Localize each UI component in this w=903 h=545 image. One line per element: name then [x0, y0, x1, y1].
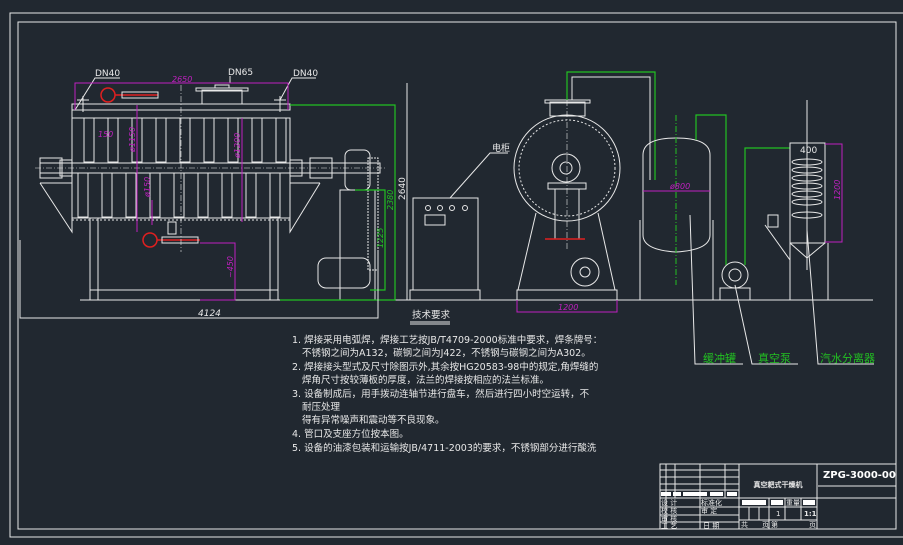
- callout-separator: 汽水分离器: [820, 351, 875, 365]
- buffer-tank: [642, 137, 711, 253]
- requirement-line: 不锈钢之间为A132，碳钢之间为J422，不锈钢与碳钢之间为A302。: [302, 347, 591, 359]
- dim-1225: 1225: [376, 228, 385, 248]
- dim-d800: ø800: [669, 182, 690, 191]
- dim-150: 150: [98, 130, 113, 139]
- requirement-line: 2. 焊接接头型式及尺寸除图示外,其余按HG20583-98中的规定,角焊缝的: [292, 361, 598, 373]
- nozzle-label-dn40-right: DN40: [293, 69, 318, 79]
- nozzle-label-dn65: DN65: [228, 68, 253, 78]
- dryer-front-view: DN40 DN65 DN40 2650 150 ø1150 ø1200 ø150…: [19, 68, 408, 319]
- label-check: 校 核: [661, 506, 677, 515]
- dim-2650: 2650: [172, 75, 192, 84]
- requirement-line: 得有异常噪声和震动等不良现象。: [302, 414, 445, 426]
- requirement-line: 耐压处理: [302, 401, 341, 413]
- requirement-line: 3. 设备制成后，用手拨动连轴节进行盘车，然后进行四小时空运转，不: [292, 388, 590, 400]
- drawing-name: 真空耙式干燥机: [754, 480, 803, 489]
- inner-border: [17, 21, 897, 530]
- nozzle-label-dn40-left: DN40: [95, 69, 120, 79]
- dim-400: 400: [800, 146, 817, 156]
- requirement-line: 焊角尺寸按较薄板的厚度，法兰的焊接按相应的法兰标准。: [302, 374, 549, 386]
- label-date: 日 期: [703, 522, 719, 530]
- requirement-line: 1. 焊接采用电弧焊，焊接工艺按JB/T4709-2000标准中要求，焊条牌号：: [292, 334, 602, 346]
- dim-d1200: ø1200: [233, 133, 242, 159]
- quantity-value: 1: [776, 510, 780, 518]
- electric-cabinet: [412, 197, 479, 291]
- label-design: 设 计: [661, 498, 677, 507]
- requirements-title: 技术要求: [412, 309, 451, 321]
- label-sheet: 页: [762, 521, 769, 529]
- label-review: 审 核: [661, 514, 677, 523]
- label-of: 第: [771, 520, 778, 529]
- callout-buffer-tank: 缓冲罐: [703, 351, 736, 365]
- vacuum-system-view: 电柜 ø800: [400, 71, 875, 365]
- label-process: 工 艺: [661, 522, 677, 530]
- dim-d1150: ø1150: [128, 127, 137, 153]
- callout-vacuum-pump: 真空泵: [758, 351, 791, 365]
- outer-border: [9, 12, 903, 538]
- dim-2380: 2380: [386, 190, 395, 210]
- label-approve: 审 定: [701, 506, 717, 515]
- drawing-number: ZPG-3000-00: [823, 470, 896, 481]
- dim-1200-base: 1200: [558, 303, 578, 312]
- label-total: 共: [741, 520, 748, 529]
- dim-d150: ø150: [143, 177, 152, 198]
- label-page: 页: [809, 521, 816, 529]
- dim-450: ~450: [226, 256, 235, 278]
- label-weight: 重量: [786, 499, 800, 507]
- dim-2640: 2640: [398, 177, 408, 200]
- cabinet-label: 电柜: [492, 142, 510, 154]
- requirement-line: 5. 设备的油漆包装和运输按JB/4711-2003的要求，不锈钢部分进行酸洗: [292, 442, 597, 454]
- dim-4124: 4124: [198, 309, 221, 319]
- scale-value: 1:1: [804, 510, 817, 518]
- requirement-line: 4. 管口及支座方位按本图。: [292, 428, 409, 440]
- label-standard: 标准化: [701, 498, 722, 507]
- vacuum-pump: [721, 261, 749, 289]
- title-block: 设 计 标准化 校 核 审 定 审 核 工 艺 日 期 重量 1 1:1 共 页…: [659, 463, 897, 530]
- technical-requirements: 技术要求 1. 焊接采用电弧焊，焊接工艺按JB/T4709-2000标准中要求，…: [292, 309, 602, 454]
- dim-1200-separator: 1200: [833, 180, 842, 200]
